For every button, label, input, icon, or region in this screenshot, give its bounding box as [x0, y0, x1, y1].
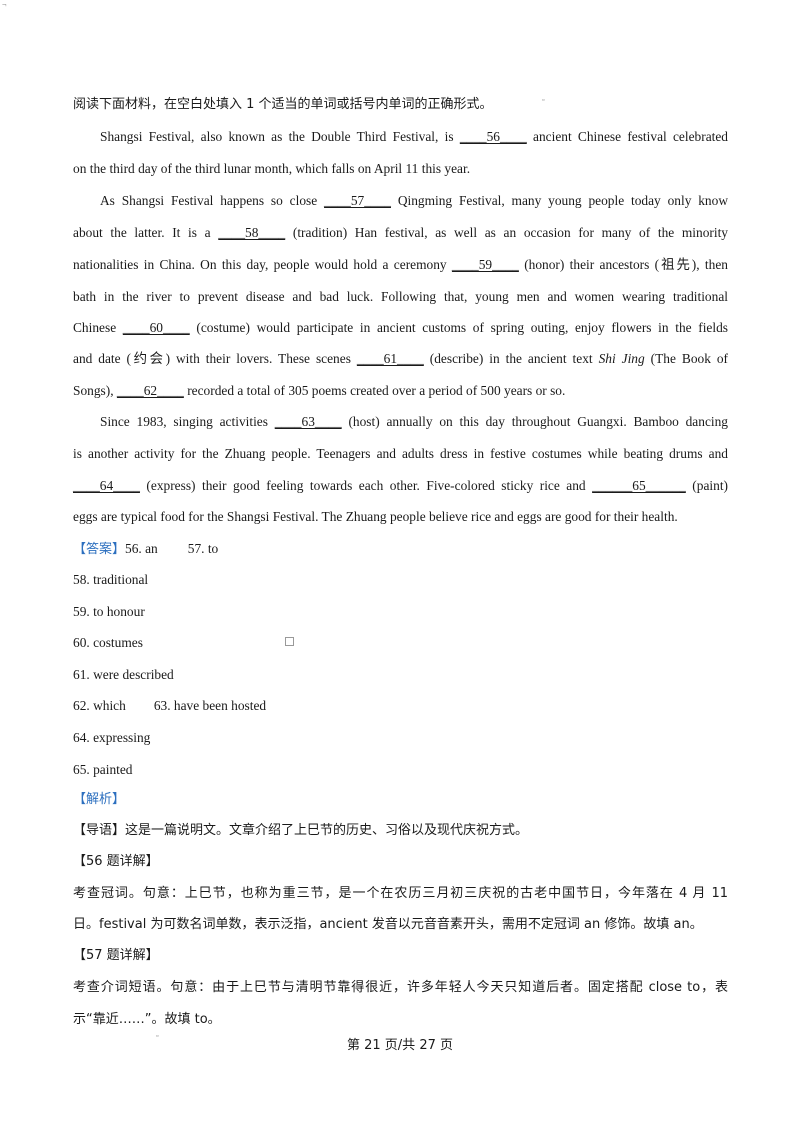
q57-explain: 示“靠近……”。故填 to。 [73, 1012, 221, 1027]
answer-63: 63. have been hosted [153, 698, 267, 713]
blank-64: ____64____ [73, 478, 140, 493]
page-mark: ▫ [542, 96, 545, 104]
q56-explain: 考查冠词。句意：上巳节，也称为重三节，是一个在农历三月初三庆祝的古老中国节日，今… [73, 886, 728, 901]
passage-line: nationalities in China. On this day, peo… [73, 257, 728, 272]
blank-65: ______65______ [592, 478, 686, 493]
answer-59: 59. to honour [73, 604, 145, 619]
blank-62: ____62____ [116, 383, 184, 398]
answer-tag: 【答案】 [73, 542, 126, 557]
passage-line: and date (约会) with their lovers. These s… [73, 351, 729, 366]
blank-61: ____61____ [356, 351, 424, 366]
answer-65: 65. painted [73, 762, 133, 777]
answer-61: 61. were described [73, 667, 174, 682]
passage-line: eggs are typical food for the Shangsi Fe… [73, 509, 678, 524]
passage-line: Chinese ____60____ (costume) would parti… [73, 320, 728, 335]
passage-line: on the third day of the third lunar mont… [73, 161, 471, 176]
page-footer: 第 21 页/共 27 页 [347, 1038, 453, 1053]
q56-title: 【56 题详解】 [73, 854, 159, 869]
q57-explain: 考查介词短语。句意：由于上巳节与清明节靠得很近，许多年轻人今天只知道后者。固定搭… [73, 980, 728, 995]
answer-line: 【答案】56. an 57. to [73, 540, 728, 559]
passage-line: Songs), ____62____ recorded a total of 3… [73, 383, 566, 398]
passage-line: Shangsi Festival, also known as the Doub… [100, 129, 728, 144]
passage-line: Since 1983, singing activities ____63___… [100, 414, 728, 429]
passage-line: is another activity for the Zhuang peopl… [73, 446, 728, 461]
blank-57: ____57____ [324, 193, 391, 208]
blank-56: ____56____ [459, 129, 527, 144]
answer-58: 58. traditional [73, 572, 149, 587]
guide-text: 【导语】这是一篇说明文。文章介绍了上巳节的历史、习俗以及现代庆祝方式。 [73, 823, 529, 838]
answer-62: 62. which [73, 698, 126, 713]
analysis-tag: 【解析】 [73, 792, 126, 807]
answer-60: 60. costumes [73, 635, 143, 650]
blank-59: ____59____ [451, 257, 519, 272]
passage-line: about the latter. It is a ____58____ (tr… [73, 225, 728, 240]
q56-explain: 日。festival 为可数名词单数，表示泛指，ancient 发音以元音音素开… [73, 917, 703, 932]
passage-line: As Shangsi Festival happens so close ___… [100, 193, 728, 208]
blank-63: ____63____ [274, 414, 342, 429]
page-mark: ▫ [156, 1032, 159, 1040]
answer-64: 64. expressing [73, 730, 151, 745]
passage-line: ____64____ (express) their good feeling … [73, 478, 728, 493]
blank-60: ____60____ [122, 320, 190, 335]
blank-58: ____58____ [218, 225, 286, 240]
box-mark [285, 637, 294, 646]
q57-title: 【57 题详解】 [73, 948, 159, 963]
corner-mark: ¬ [2, 0, 7, 9]
answer-57: 57. to [187, 541, 219, 556]
answer-line: 62. which 63. have been hosted [73, 697, 728, 715]
passage-line: bath in the river to prevent disease and… [73, 289, 728, 304]
instruction: 阅读下面材料，在空白处填入 1 个适当的单词或括号内单词的正确形式。 [73, 96, 728, 114]
instruction-text: 阅读下面材料，在空白处填入 1 个适当的单词或括号内单词的正确形式。 [73, 97, 493, 112]
answer-56: 56. an [125, 541, 158, 556]
